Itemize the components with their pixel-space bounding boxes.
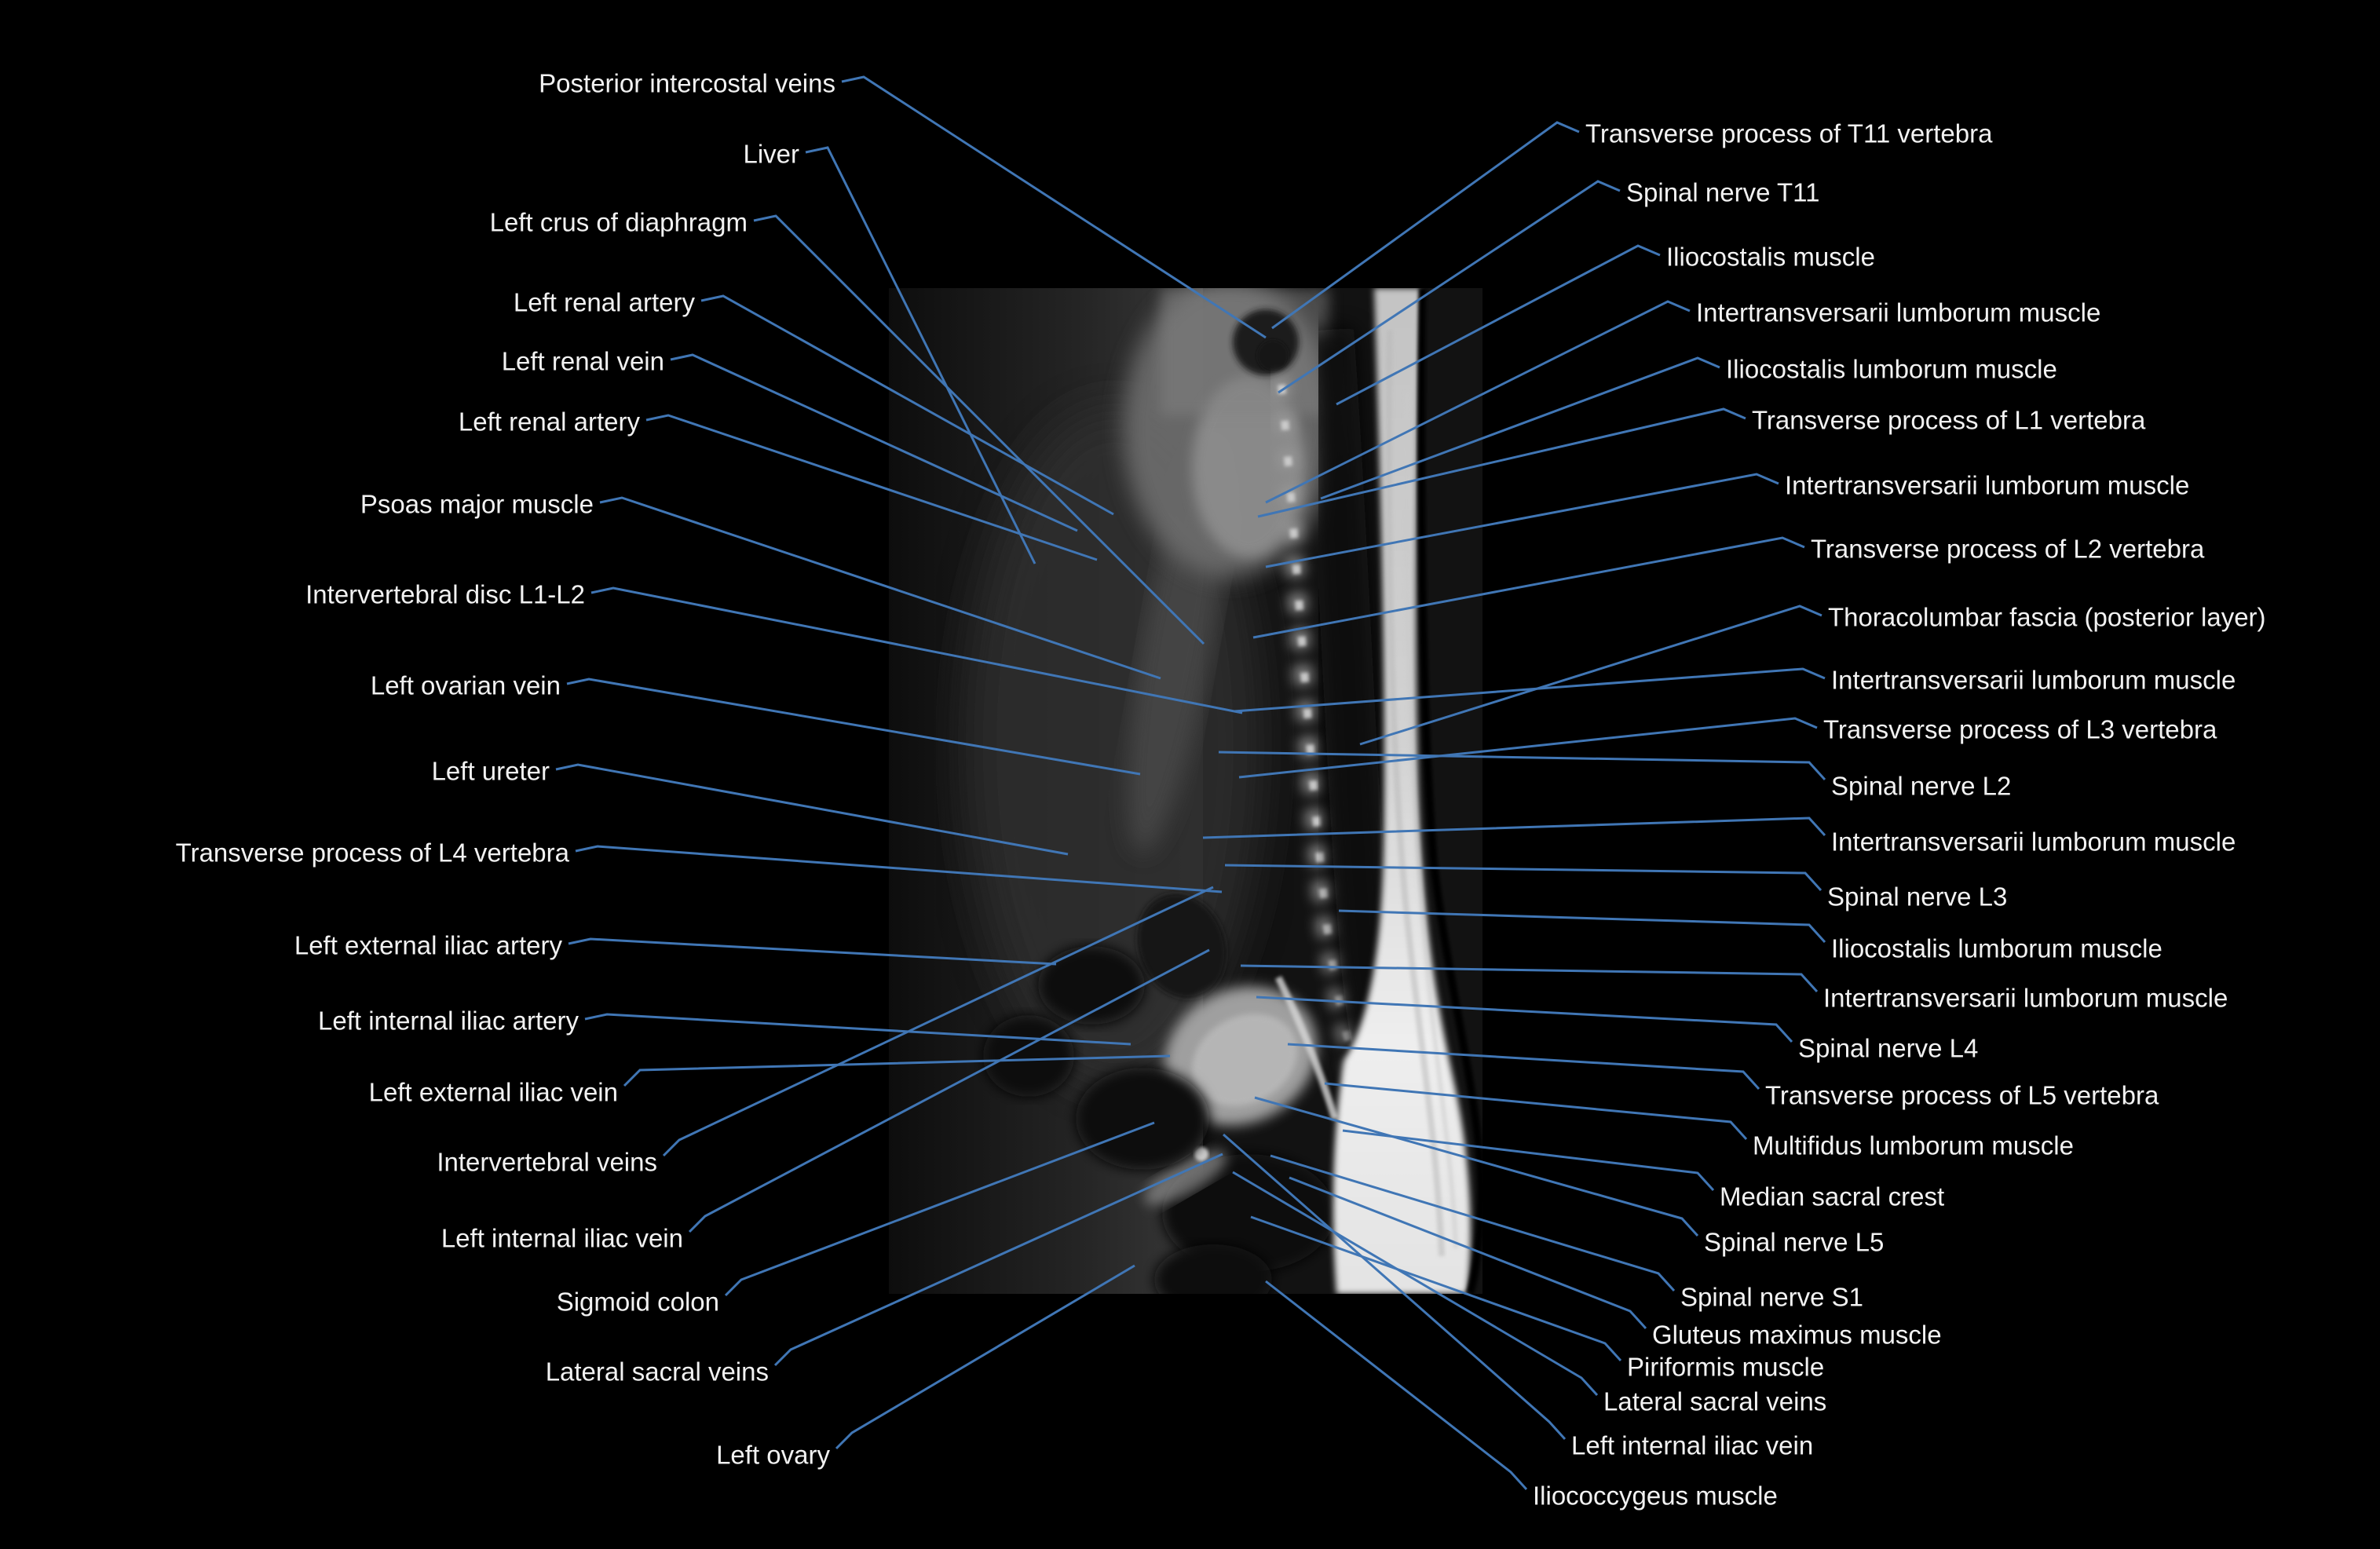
- anatomy-label: Iliocostalis muscle: [1666, 243, 1875, 272]
- leader-line: [662, 886, 1214, 1157]
- anatomy-label: Multifidus lumborum muscle: [1753, 1131, 2074, 1160]
- leader-line: [805, 146, 1036, 564]
- leader-line: [584, 1013, 1132, 1046]
- anatomy-label: Transverse process of T11 vertebra: [1585, 119, 1993, 148]
- leader-line: [1252, 536, 1805, 639]
- leader-line: [841, 75, 1267, 339]
- leader-line: [1271, 121, 1580, 330]
- anatomy-label: Transverse process of L1 vertebra: [1752, 406, 2146, 435]
- leader-line: [575, 845, 1223, 893]
- anatomy-label: Left renal vein: [502, 347, 664, 376]
- anatomy-label: Intertransversarii lumborum muscle: [1831, 827, 2236, 857]
- leader-line: [1218, 751, 1826, 781]
- anatomy-label: Intertransversarii lumborum muscle: [1823, 984, 2228, 1013]
- anatomy-label: Lateral sacral veins: [1603, 1387, 1826, 1416]
- anatomy-label: Psoas major muscle: [360, 490, 594, 519]
- anatomy-label: Transverse process of L4 vertebra: [176, 838, 570, 868]
- leader-line: [1254, 1096, 1699, 1237]
- leader-line: [568, 937, 1057, 966]
- anatomy-label: Left crus of diaphragm: [490, 208, 748, 237]
- leader-line: [1265, 1280, 1528, 1491]
- leader-line: [1359, 605, 1822, 746]
- anatomy-label: Spinal nerve T11: [1626, 178, 1819, 207]
- anatomy-label: Intertransversarii lumborum muscle: [1696, 298, 2100, 327]
- anatomy-label: Left external iliac vein: [369, 1078, 618, 1107]
- anatomy-label: Iliocostalis lumborum muscle: [1831, 934, 2162, 963]
- anatomy-label: Iliocostalis lumborum muscle: [1726, 355, 2057, 384]
- leader-line: [645, 414, 1098, 561]
- anatomy-label: Left renal artery: [514, 288, 696, 317]
- anatomy-label: Left internal iliac artery: [318, 1006, 579, 1036]
- leader-line: [566, 678, 1141, 776]
- anatomy-label: Spinal nerve L4: [1798, 1034, 1978, 1063]
- anatomy-label: Transverse process of L2 vertebra: [1811, 535, 2205, 564]
- anatomy-label: Intervertebral disc L1-L2: [305, 580, 585, 609]
- leader-line: [835, 1264, 1135, 1450]
- leader-line: [599, 496, 1161, 680]
- leader-line: [1250, 1215, 1622, 1362]
- anatomy-label: Intertransversarii lumborum muscle: [1785, 471, 2189, 500]
- leader-line: [1320, 356, 1720, 500]
- leader-line: [1256, 996, 1793, 1043]
- anatomy-label: Left internal iliac vein: [441, 1224, 683, 1253]
- anatomy-label: Left ovary: [716, 1441, 830, 1470]
- leader-lines-layer: [555, 75, 1826, 1491]
- anatomy-label: Iliococcygeus muscle: [1533, 1481, 1778, 1511]
- leader-line: [555, 763, 1069, 856]
- anatomy-label: Spinal nerve L5: [1704, 1228, 1884, 1257]
- leader-line: [1232, 1171, 1599, 1397]
- leader-line: [670, 353, 1078, 532]
- anatomy-label: Left ovarian vein: [371, 671, 561, 700]
- anatomy-label: Liver: [743, 140, 799, 169]
- anatomy-label: Posterior intercostal veins: [539, 69, 835, 98]
- leader-line: [1270, 1154, 1676, 1292]
- leader-line: [1238, 717, 1818, 779]
- leader-line: [1336, 244, 1661, 406]
- anatomy-label: Left internal iliac vein: [1571, 1431, 1813, 1460]
- leader-line: [1278, 180, 1621, 394]
- leader-line: [590, 586, 1243, 714]
- leader-line: [700, 294, 1114, 516]
- anatomy-label: Left external iliac artery: [294, 931, 563, 960]
- leader-line: [753, 214, 1205, 645]
- leader-line: [1324, 1082, 1748, 1141]
- leader-line: [1342, 1129, 1715, 1192]
- anatomy-label: Piriformis muscle: [1627, 1353, 1824, 1382]
- anatomy-label: Transverse process of L3 vertebra: [1823, 715, 2217, 744]
- anatomy-label: Transverse process of L5 vertebra: [1765, 1081, 2159, 1110]
- leader-line: [1223, 1133, 1567, 1441]
- leader-line: [724, 1121, 1155, 1297]
- leader-line: [1289, 1176, 1647, 1330]
- anatomy-label: Lateral sacral veins: [546, 1357, 769, 1386]
- anatomy-label: Spinal nerve L2: [1831, 772, 2011, 801]
- anatomy-label: Intervertebral veins: [437, 1148, 657, 1177]
- anatomy-label: Median sacral crest: [1720, 1182, 1944, 1211]
- leader-line: [1287, 1043, 1760, 1091]
- leader-line: [1338, 909, 1826, 944]
- mri-image: [889, 288, 1482, 1294]
- anatomy-label: Sigmoid colon: [557, 1288, 719, 1317]
- anatomy-label: Left renal artery: [459, 407, 641, 437]
- leader-line: [623, 1054, 1171, 1087]
- leader-line: [1234, 667, 1826, 713]
- leader-line: [1265, 300, 1691, 504]
- leader-line: [1224, 864, 1822, 892]
- leader-line: [688, 948, 1210, 1233]
- leader-line: [1265, 473, 1779, 568]
- leader-line: [1240, 964, 1819, 993]
- anatomy-label: Intertransversarii lumborum muscle: [1831, 666, 2236, 695]
- anatomy-label: Left ureter: [432, 757, 550, 786]
- anatomy-label: Gluteus maximus muscle: [1652, 1321, 1942, 1350]
- leader-line: [1257, 407, 1746, 518]
- anatomy-label: Spinal nerve S1: [1680, 1283, 1863, 1312]
- leader-line: [1202, 817, 1826, 839]
- leader-line: [773, 1153, 1223, 1367]
- anatomy-label: Thoracolumbar fascia (posterior layer): [1828, 603, 2266, 632]
- anatomy-label: Spinal nerve L3: [1827, 882, 2007, 911]
